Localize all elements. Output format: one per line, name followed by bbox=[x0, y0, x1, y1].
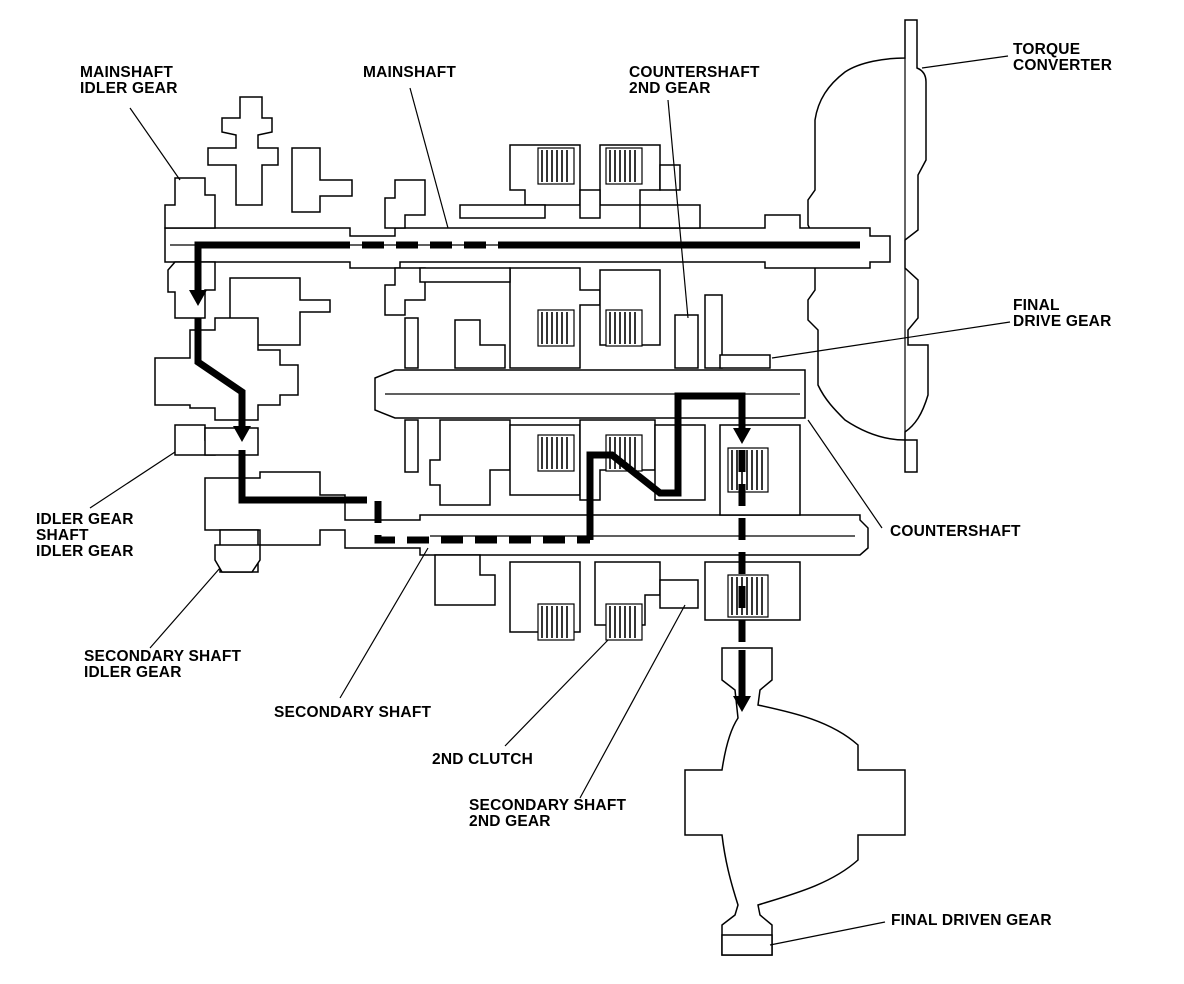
leader-mainshaft-idler-gear bbox=[129, 107, 181, 181]
final-drive-gear bbox=[719, 354, 771, 369]
clutch-plates-2nd-b bbox=[605, 603, 643, 641]
labels: MAINSHAFT IDLER GEAR MAINSHAFT COUNTERSH… bbox=[36, 41, 1112, 929]
leader-secondary-shaft bbox=[339, 547, 429, 699]
leader-secondary-shaft-idler-gear bbox=[149, 567, 221, 649]
2nd-clutch bbox=[434, 554, 661, 641]
leader-torque-converter bbox=[921, 55, 1009, 69]
flow-mainshaft-solid-left bbox=[194, 241, 345, 292]
label-torque-converter: TORQUE CONVERTER bbox=[1013, 41, 1112, 74]
leader-idler-gear-shaft bbox=[89, 451, 176, 509]
label-2nd-clutch: 2ND CLUTCH bbox=[432, 751, 533, 768]
mainshaft-clutch-packs bbox=[419, 144, 701, 369]
secondary-shaft-2nd-gear bbox=[659, 561, 801, 621]
clutch-plates-mid-1 bbox=[537, 309, 575, 347]
label-idler-gear-shaft-idler-gear: IDLER GEAR SHAFT IDLER GEAR bbox=[36, 511, 138, 560]
clutch-plates-lower-3 bbox=[727, 447, 769, 493]
label-final-driven-gear: FINAL DRIVEN GEAR bbox=[891, 912, 1052, 929]
flow-to-secondary bbox=[238, 450, 345, 504]
leader-countershaft bbox=[807, 419, 883, 529]
label-countershaft: COUNTERSHAFT bbox=[890, 523, 1021, 540]
flow-idler-shaft bbox=[194, 318, 246, 428]
differential bbox=[684, 647, 906, 956]
mainshaft-idler-gear bbox=[164, 96, 426, 346]
label-mainshaft-idler-gear: MAINSHAFT IDLER GEAR bbox=[80, 64, 178, 97]
leader-final-driven-gear bbox=[769, 921, 886, 946]
leader-secondary-shaft-2nd-gear bbox=[579, 604, 686, 799]
countershaft-2nd-gear bbox=[674, 294, 723, 369]
countershaft bbox=[374, 317, 806, 473]
clutch-plates-upper-2 bbox=[605, 147, 643, 185]
label-secondary-shaft-idler-gear: SECONDARY SHAFT IDLER GEAR bbox=[84, 648, 246, 681]
leader-lines bbox=[89, 55, 1011, 946]
label-secondary-shaft-2nd-gear: SECONDARY SHAFT 2ND GEAR bbox=[469, 797, 631, 830]
secondary-shaft-idler-gear bbox=[214, 544, 261, 573]
label-mainshaft: MAINSHAFT bbox=[363, 64, 456, 81]
flow-arrow-4 bbox=[733, 696, 751, 712]
clutch-plates-upper-1 bbox=[537, 147, 575, 185]
clutch-plates-2nd-a bbox=[537, 603, 575, 641]
clutch-plates-2nd-c bbox=[727, 574, 769, 618]
clutch-plates-mid-2 bbox=[605, 309, 643, 347]
power-flow-path bbox=[189, 241, 860, 712]
final-driven-gear bbox=[721, 934, 773, 956]
flow-arrow-2 bbox=[233, 426, 251, 442]
flow-arrow-1 bbox=[189, 290, 207, 306]
flow-arrow-3 bbox=[733, 428, 751, 444]
leader-2nd-clutch bbox=[504, 639, 609, 747]
flow-secondary-dashed bbox=[345, 496, 590, 544]
label-final-drive-gear: FINAL DRIVE GEAR bbox=[1013, 297, 1111, 330]
flow-2nd-clutch bbox=[586, 392, 746, 540]
label-countershaft-2nd-gear: COUNTERSHAFT 2ND GEAR bbox=[629, 64, 764, 97]
label-secondary-shaft: SECONDARY SHAFT bbox=[274, 704, 431, 721]
leader-countershaft-2nd-gear bbox=[667, 99, 689, 319]
leader-mainshaft bbox=[409, 87, 449, 229]
clutch-plates-lower-1 bbox=[537, 434, 575, 472]
leader-final-drive-gear bbox=[771, 321, 1011, 359]
